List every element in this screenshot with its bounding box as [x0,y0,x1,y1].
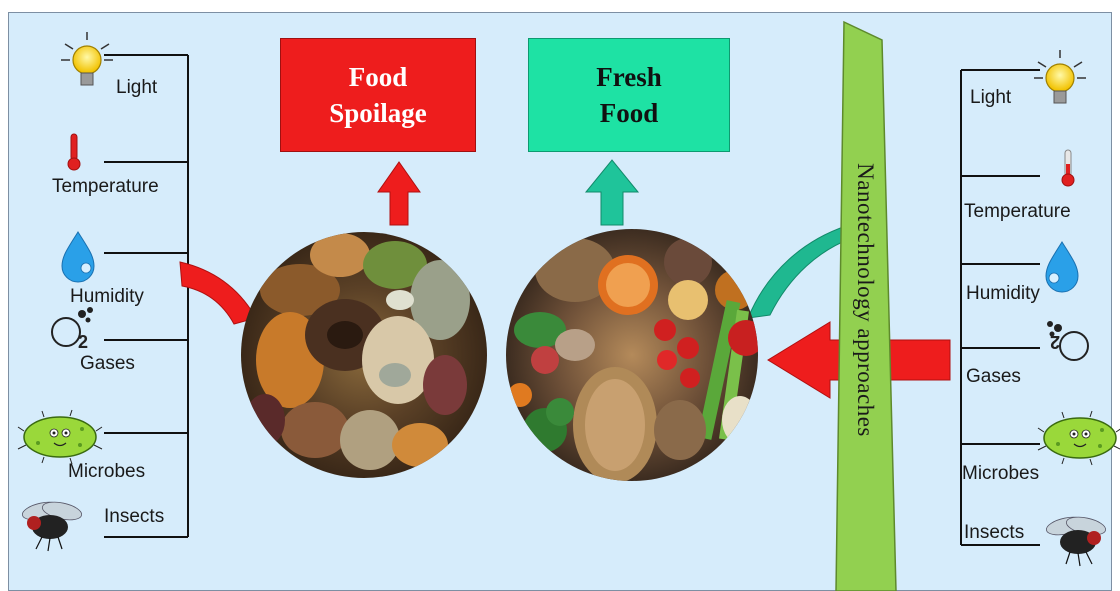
fresh-food-image [506,229,764,483]
spoilage-up-arrow [378,162,420,225]
left-factor-humidity: Humidity [70,286,144,308]
right-fly-icon [1045,514,1107,566]
right-factor-temperature: Temperature [964,201,1071,223]
right-factor-insects: Insects [964,522,1024,544]
fresh-up-arrow [586,160,638,225]
left-gases-icon: 2 [52,307,93,352]
left-factor-gases: Gases [80,353,135,375]
left-temperature-icon [68,134,80,170]
right-gas-subscript: 2 [1050,332,1060,352]
nanotechnology-label: Nanotechnology approaches [852,163,878,437]
left-light-icon [61,32,113,85]
spoiled-food-image [241,232,487,478]
left-gas-subscript: 2 [78,332,88,352]
fresh-food-label: Fresh Food [579,59,679,131]
left-factor-temperature: Temperature [52,176,159,198]
right-factor-light: Light [970,87,1011,109]
left-factor-light: Light [116,77,157,99]
banner-curved-arrow [748,226,852,318]
left-humidity-icon [62,232,94,282]
fresh-food-box: Fresh Food [528,38,730,152]
right-humidity-icon [1046,242,1078,292]
food-spoilage-box: Food Spoilage [280,38,476,152]
left-curved-arrow [180,262,256,324]
right-gases-icon: 2 [1047,321,1088,360]
left-microbe-icon [18,410,102,464]
right-light-icon [1034,50,1086,103]
right-microbe-icon [1038,411,1120,465]
right-factor-humidity: Humidity [966,283,1040,305]
right-temperature-icon [1062,150,1074,186]
left-factor-microbes: Microbes [68,461,145,483]
right-factor-microbes: Microbes [962,463,1039,485]
left-factor-insects: Insects [104,506,164,528]
left-fly-icon [21,499,83,551]
food-spoilage-label: Food Spoilage [318,59,438,131]
right-factor-gases: Gases [966,366,1021,388]
